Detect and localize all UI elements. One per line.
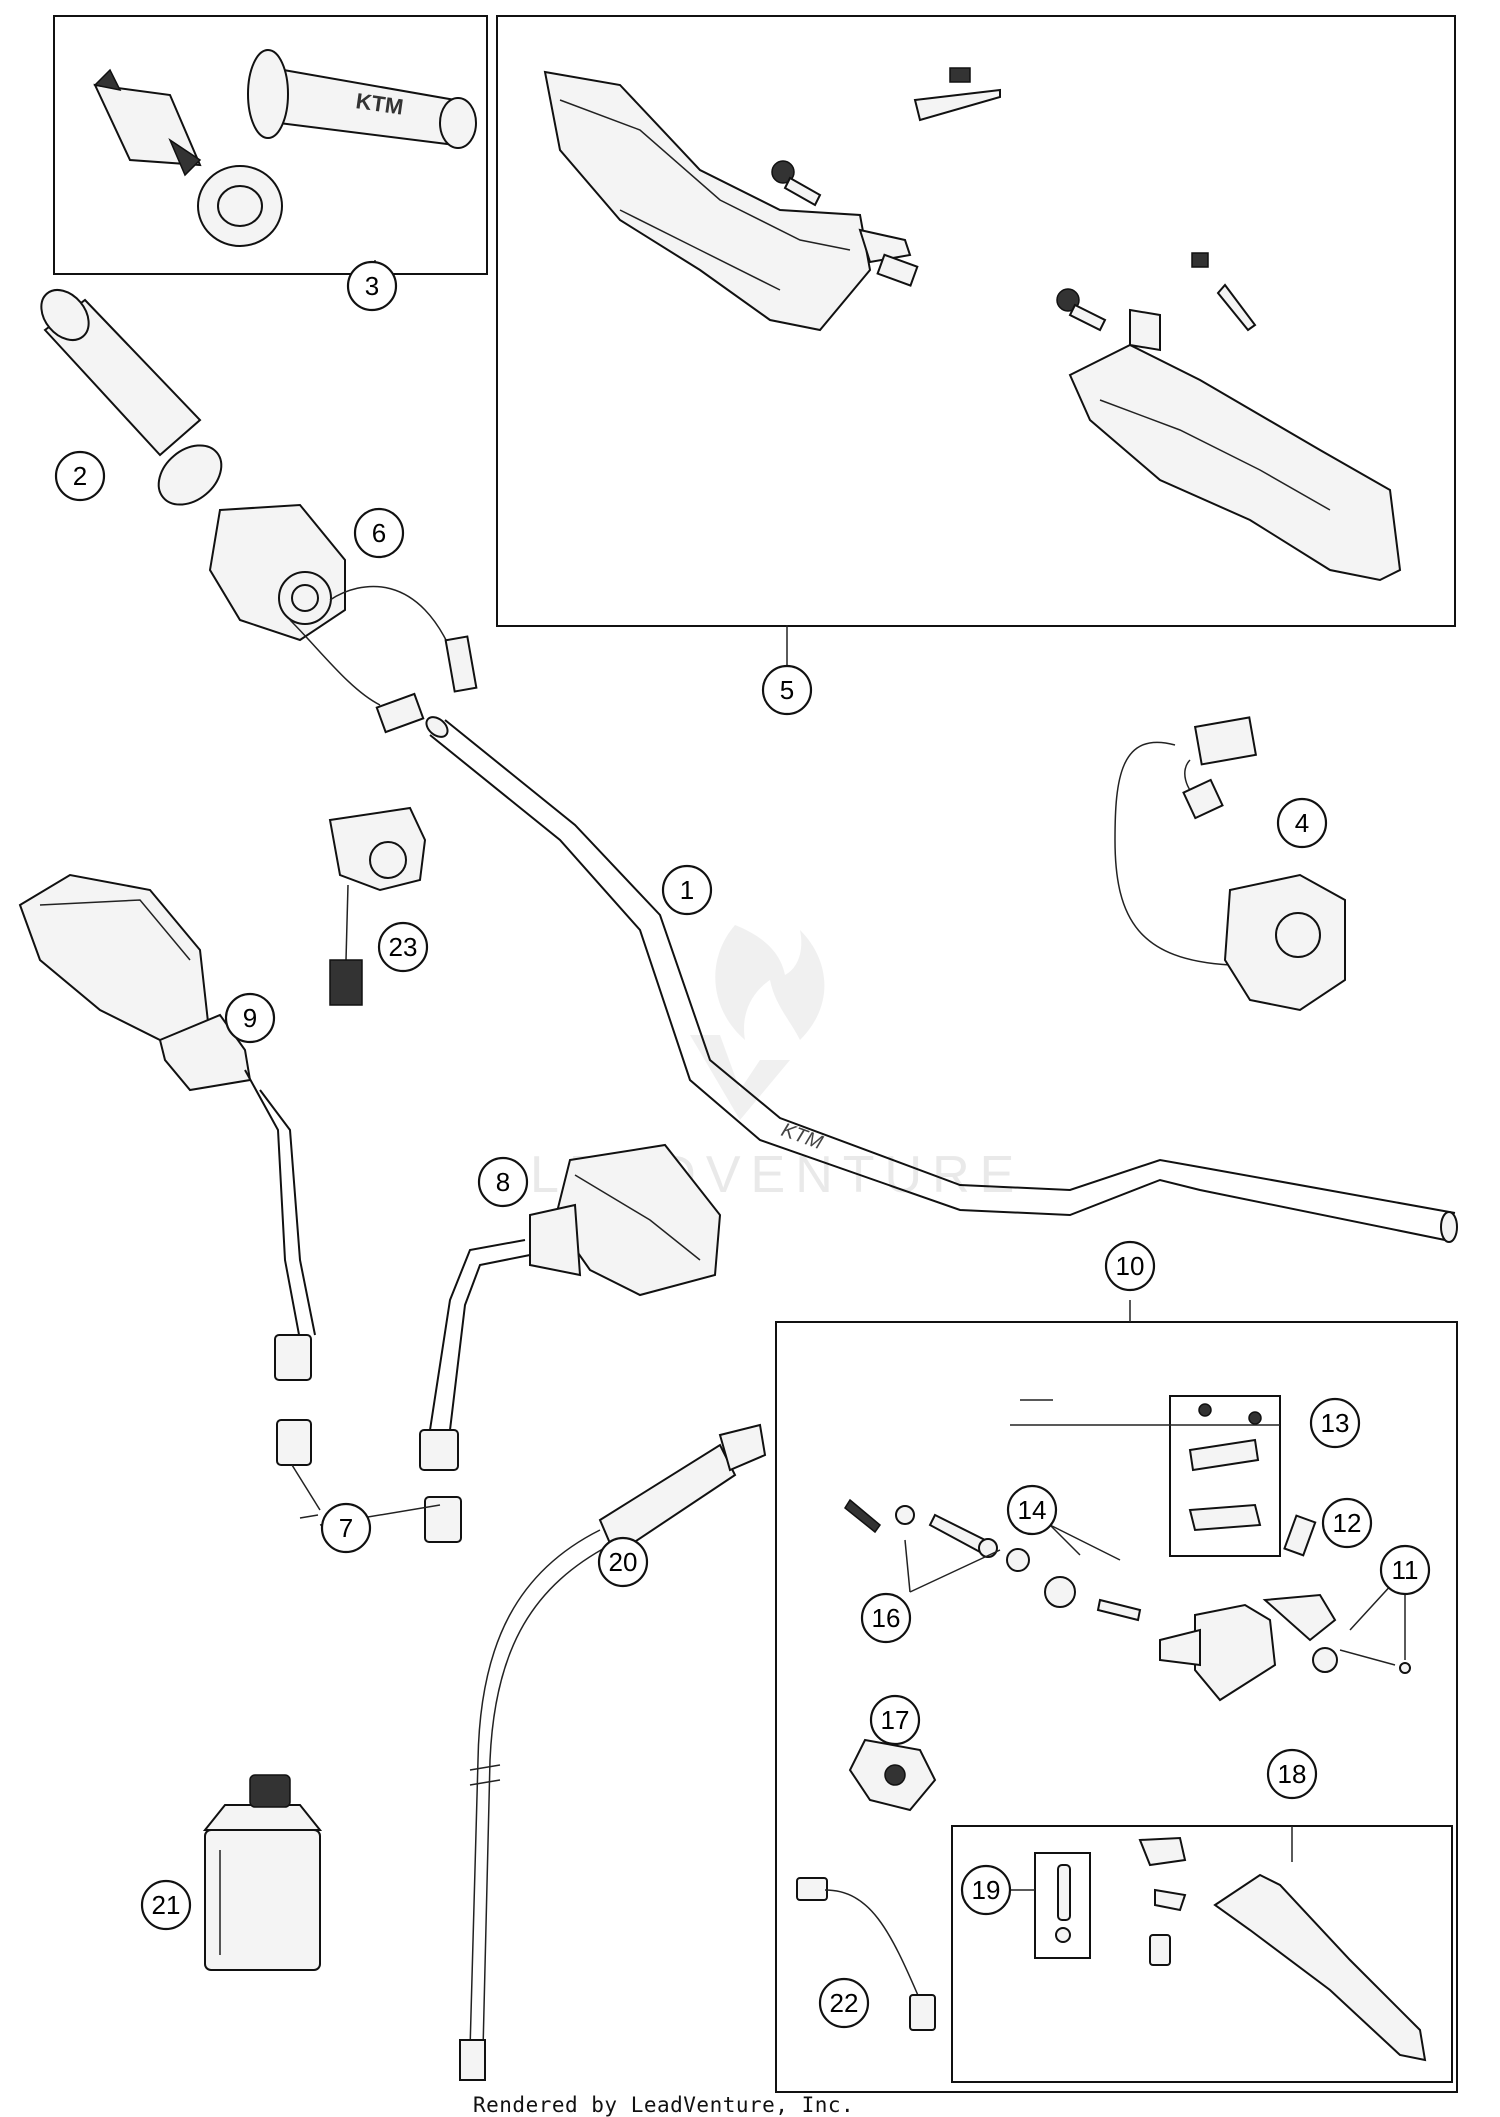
svg-text:2: 2	[73, 461, 87, 491]
svg-text:6: 6	[372, 518, 386, 548]
callout-6: 6	[353, 507, 405, 559]
handguard-right	[1068, 308, 1402, 582]
callout-4: 4	[1276, 797, 1328, 849]
svg-text:21: 21	[152, 1890, 181, 1920]
clutch-lever-box	[951, 1825, 1453, 2083]
svg-text:11: 11	[1392, 1555, 1419, 1585]
fluid-bottle	[202, 1774, 323, 1971]
svg-text:23: 23	[389, 932, 418, 962]
callout-5: 5	[761, 664, 813, 716]
clutch-master-cylinder-box	[775, 1321, 1458, 2093]
throttle-housing	[208, 503, 478, 734]
pin-kit-box	[1034, 1852, 1091, 1959]
callout-23: 23	[377, 921, 429, 973]
throttle-grip	[40, 288, 223, 506]
callout-16: 16	[860, 1592, 912, 1644]
svg-text:5: 5	[780, 675, 794, 705]
callout-21: 21	[140, 1879, 192, 1931]
mirror-right	[419, 1143, 722, 1543]
cover-kit-box	[1169, 1395, 1281, 1557]
svg-text:13: 13	[1321, 1408, 1350, 1438]
svg-text:12: 12	[1333, 1508, 1362, 1538]
callout-18: 18	[1266, 1748, 1318, 1800]
mirror-left	[18, 873, 316, 1466]
callout-22: 22	[818, 1977, 870, 2029]
callout-11: 11	[1379, 1544, 1431, 1596]
screws-and-cable-ties	[771, 67, 1257, 332]
svg-text:7: 7	[339, 1513, 353, 1543]
callout-7: 7	[320, 1502, 372, 1554]
callout-2: 2	[54, 450, 106, 502]
handguard-left	[543, 70, 919, 332]
switch-small	[328, 806, 427, 1006]
svg-text:18: 18	[1278, 1759, 1307, 1789]
callout-19: 19	[960, 1864, 1012, 1916]
callout-8: 8	[477, 1156, 529, 1208]
callout-20: 20	[597, 1536, 649, 1588]
render-credit: Rendered by LeadVenture, Inc.	[473, 2093, 855, 2117]
svg-text:3: 3	[365, 271, 379, 301]
svg-text:10: 10	[1116, 1251, 1145, 1281]
clutch-switch-sensor	[796, 1877, 936, 2031]
grip-kit-box	[53, 15, 488, 275]
watermark-logo	[690, 925, 825, 1120]
svg-text:17: 17	[881, 1705, 910, 1735]
clutch-line	[459, 1423, 767, 2081]
svg-text:16: 16	[872, 1603, 901, 1633]
svg-text:14: 14	[1018, 1495, 1047, 1525]
grip-right: KTM	[247, 49, 477, 149]
handguard-kit-box	[496, 15, 1456, 627]
callout-10: 10	[1104, 1240, 1156, 1292]
svg-text:8: 8	[496, 1167, 510, 1197]
callout-14: 14	[1006, 1484, 1058, 1536]
callout-9: 9	[224, 992, 276, 1044]
grip-left	[93, 68, 283, 247]
svg-text:20: 20	[609, 1547, 638, 1577]
callout-13: 13	[1309, 1397, 1361, 1449]
master-cylinder-components	[844, 1403, 1427, 2062]
svg-text:4: 4	[1295, 808, 1309, 838]
callout-17: 17	[869, 1694, 921, 1746]
svg-text:1: 1	[680, 875, 694, 905]
switch-right	[1114, 716, 1346, 1012]
svg-text:19: 19	[972, 1875, 1001, 1905]
callout-1: 1	[661, 864, 713, 916]
svg-text:9: 9	[243, 1003, 257, 1033]
svg-text:22: 22	[830, 1988, 859, 2018]
callout-12: 12	[1321, 1497, 1373, 1549]
callout-3: 3	[346, 260, 398, 312]
